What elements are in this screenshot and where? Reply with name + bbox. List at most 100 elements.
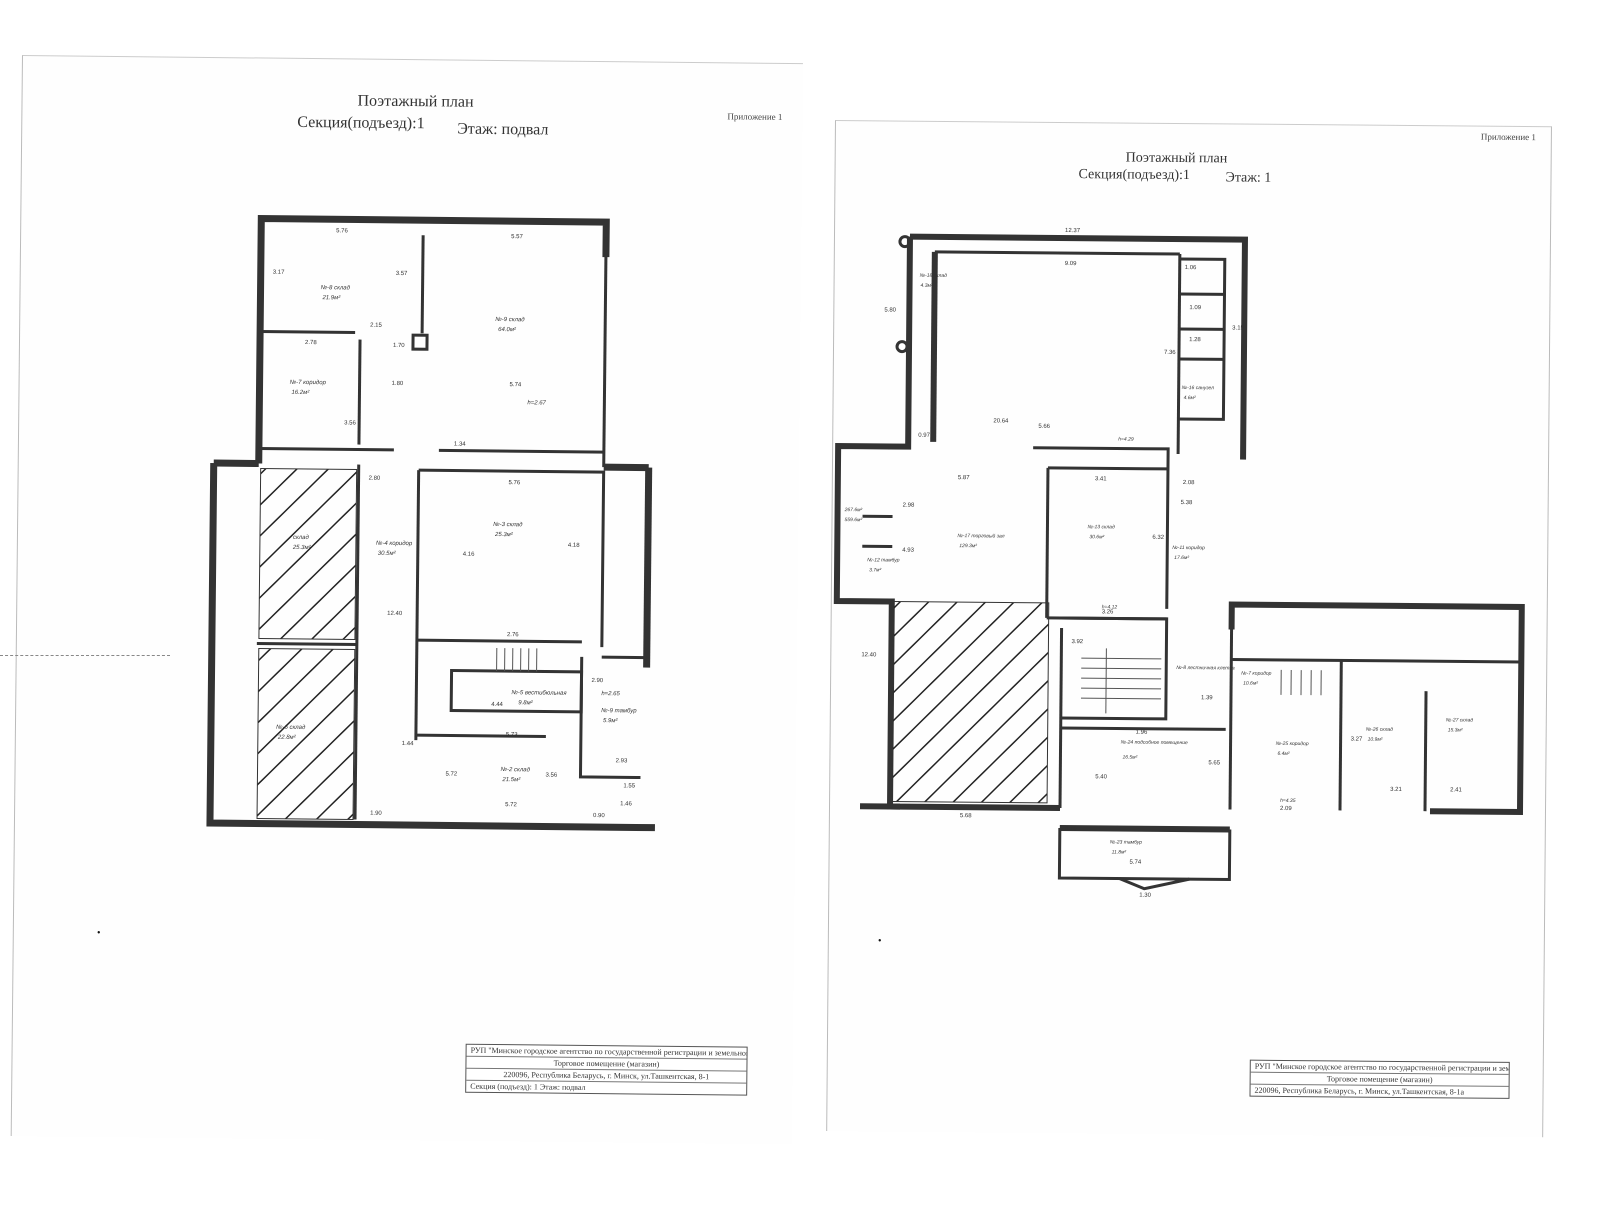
dim-label: 4.44 — [491, 702, 503, 708]
dim-label: 1.90 — [370, 811, 382, 817]
dim-label: 1.39 — [1201, 695, 1213, 701]
dim-label: 3.27 — [1351, 737, 1363, 743]
dim-label: 3.21 — [1390, 787, 1402, 793]
dim-label: 1.28 — [1189, 337, 1201, 343]
room-area: 6.4м² — [1277, 751, 1289, 757]
dim-label: 2.80 — [369, 476, 381, 482]
room-area: 64.0м² — [498, 327, 517, 333]
dim-label: 5.76 — [336, 228, 348, 234]
dim-label: 3.17 — [273, 270, 285, 276]
height-note: h=4.35 — [1280, 798, 1296, 804]
dim-label: 5.87 — [958, 475, 970, 481]
room-label: №-6 склад — [276, 724, 306, 731]
room-label: №-17 торговый зал — [957, 532, 1004, 539]
dim-label: 4.93 — [902, 548, 914, 554]
room-area: 10.9м² — [1368, 737, 1383, 743]
first-floor-plan-drawing: 12.37 9.09 1.06 5.80 1.09 1.28 7.36 3.15… — [833, 228, 1525, 899]
appendix-label: Приложение 1 — [1480, 131, 1536, 143]
room-area: 21.9м² — [321, 295, 341, 301]
room-area: 25.3м² — [494, 532, 514, 538]
basement-plan-drawing: 5.76 5.57 3.17 3.57 2.78 2.15 1.70 5.74 … — [206, 214, 655, 832]
dim-label: 0.97 — [918, 433, 930, 439]
dim-label: 2.41 — [1450, 787, 1462, 793]
dim-label: 2.09 — [1280, 806, 1292, 812]
dim-label: 9.09 — [1065, 261, 1077, 267]
room-label: №-26 склад — [1366, 727, 1394, 733]
stray-mark: • — [97, 928, 101, 939]
dim-label: 0.90 — [593, 813, 605, 819]
room-area: 16.5м² — [1122, 755, 1137, 761]
height-note: h=2.65 — [601, 691, 620, 697]
room-area: 3.7м² — [869, 567, 881, 573]
dim-label: 1.09 — [1189, 305, 1201, 311]
dim-label: 5.76 — [1065, 826, 1077, 832]
room-area: 21.5м² — [501, 777, 521, 783]
dim-label: 12.40 — [861, 652, 877, 658]
section-label: Секция(подъезд):1 — [297, 113, 425, 133]
floor-label: Этаж: подвал — [457, 120, 549, 139]
stray-mark: • — [878, 936, 882, 947]
dim-label: 1.30 — [1139, 893, 1151, 899]
dim-label: 7.36 — [1164, 350, 1176, 356]
room-area: 22.8м² — [277, 735, 297, 741]
dim-label: 3.26 — [1102, 609, 1114, 615]
hatched-area-storage — [258, 468, 358, 641]
room-label: №-11 коридор — [1172, 545, 1205, 551]
room-label: №-9 тамбур — [601, 707, 637, 714]
dim-label: 1.55 — [623, 783, 635, 789]
room-label: №-5 вестибюльная — [511, 689, 567, 697]
dim-label: 1.06 — [1185, 265, 1197, 271]
room-label: №-2 склад — [501, 766, 531, 773]
room-label: №-16 санузел — [1182, 385, 1214, 391]
dim-label: 2.98 — [903, 503, 915, 509]
dim-label: 1.96 — [1136, 730, 1148, 736]
stamp-address: 220096, Республика Беларусь, г. Минск, у… — [1254, 1085, 1465, 1097]
stamp-footer: Секция (подъезд): 1 Этаж: подвал — [470, 1081, 586, 1092]
dim-label: 3.57 — [396, 271, 408, 277]
hatched-area-storage — [256, 648, 356, 821]
dim-label: 3.56 — [344, 420, 356, 426]
room-label: №-7 коридор — [1241, 671, 1272, 677]
sheet-title: Поэтажный план — [357, 92, 474, 111]
height-note: h=2.67 — [527, 400, 546, 406]
room-label: склад — [293, 535, 310, 541]
room-label: №-25 коридор — [1276, 741, 1309, 747]
room-area: 5.9м² — [603, 718, 619, 724]
room-label: №-13 склад — [1087, 524, 1115, 530]
room-label: №-8 лестничная клетка — [1176, 665, 1235, 672]
dim-label: 3.15 — [1232, 325, 1244, 331]
dim-label: 1.46 — [620, 801, 632, 807]
room-area: 9.8м² — [518, 700, 534, 706]
section-label: Секция(подъезд):1 — [1078, 167, 1190, 184]
dim-label: 5.74 — [510, 382, 522, 388]
dim-label: 5.66 — [1038, 424, 1050, 430]
dim-label: 3.92 — [1071, 639, 1083, 645]
floor-plan-sheet-basement: Поэтажный план Секция(подъезд):1 Этаж: п… — [10, 55, 803, 1145]
room-area: 17.6м² — [1174, 555, 1189, 561]
room-area: 4.6м² — [1184, 395, 1196, 401]
dim-label: 2.76 — [507, 632, 519, 638]
height-note: h=4.29 — [1118, 436, 1134, 442]
title-block-stamp: РУП "Минское городское агентство по госу… — [1249, 1059, 1510, 1099]
dim-label: 5.72 — [505, 802, 517, 808]
dim-label: 1.70 — [393, 343, 405, 349]
room-label: №-3 склад — [493, 521, 523, 528]
room-area: 16.2м² — [291, 390, 310, 396]
dim-label: 2.15 — [370, 323, 382, 329]
room-area: 10.6м² — [1243, 681, 1258, 687]
dim-label: 2.93 — [616, 758, 628, 764]
dim-label: 5.40 — [1095, 774, 1107, 780]
room-area: 25.3м² — [292, 545, 312, 551]
room-label: №-7 коридор — [290, 379, 327, 386]
dim-label: 20.64 — [993, 418, 1009, 424]
dim-label: 2.90 — [591, 678, 603, 684]
room-label: №-24 подсобное помещение — [1121, 740, 1188, 747]
dim-label: 2.78 — [305, 340, 317, 346]
area-note: 267.6м² — [844, 507, 863, 513]
floor-plan-sheet-first-floor: Поэтажный план Секция(подъезд):1 Этаж: 1… — [826, 120, 1552, 1138]
room-label: №-27 склад — [1446, 717, 1474, 723]
dim-label: 12.40 — [387, 611, 403, 617]
dim-label: 5.76 — [509, 480, 521, 486]
height-note: h=4.12 — [1102, 604, 1118, 610]
room-label: №-12 тамбур — [867, 557, 900, 563]
